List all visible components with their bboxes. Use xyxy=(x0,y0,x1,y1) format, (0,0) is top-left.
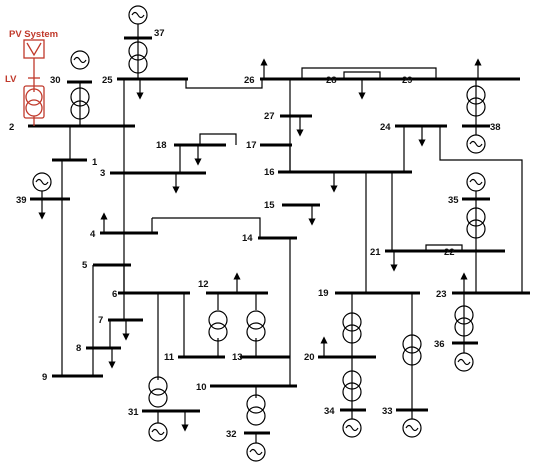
bus-label-39: 39 xyxy=(16,195,27,206)
bus-label-30: 30 xyxy=(50,75,61,86)
bus-label-8: 8 xyxy=(76,343,81,354)
line-25-26 xyxy=(185,79,263,89)
bus-labels: 1 2 3 4 5 6 7 8 9 10 11 12 13 14 15 16 1… xyxy=(9,28,501,440)
bus-label-36: 36 xyxy=(434,339,445,350)
generator-icon xyxy=(454,343,474,372)
bus-label-1: 1 xyxy=(92,157,98,168)
bus-label-37: 37 xyxy=(154,28,165,39)
transformer-icon xyxy=(246,310,266,342)
bus-label-26: 26 xyxy=(244,75,255,86)
line-28-29-link xyxy=(343,71,381,79)
generator-icon xyxy=(466,126,486,154)
bus-label-2: 2 xyxy=(9,122,14,133)
generator-icon xyxy=(246,433,266,462)
bus-label-16: 16 xyxy=(264,167,275,178)
bus-label-31: 31 xyxy=(128,407,139,418)
transformer-icon xyxy=(342,370,362,402)
bus-label-27: 27 xyxy=(264,111,275,122)
bus-label-4: 4 xyxy=(90,229,96,240)
transmission-lines xyxy=(61,38,523,410)
bus-label-34: 34 xyxy=(324,406,335,417)
bus-label-19: 19 xyxy=(318,288,329,299)
transformer-icon xyxy=(454,305,474,337)
bus-label-9: 9 xyxy=(42,372,47,383)
line-4-14 xyxy=(152,217,261,238)
generator-icon xyxy=(32,172,52,199)
generator-icon xyxy=(342,410,362,438)
transformer-icon xyxy=(148,376,168,408)
bus-label-24: 24 xyxy=(380,122,391,133)
bus-label-38: 38 xyxy=(490,122,501,133)
line-24-23 xyxy=(439,126,523,293)
transformer-icon xyxy=(466,207,486,239)
generator-icon xyxy=(402,410,422,438)
bus-label-13: 13 xyxy=(232,352,243,363)
transformer-icon xyxy=(25,88,43,106)
loads xyxy=(38,58,482,432)
line-26-29 xyxy=(301,67,437,79)
transformer-icon xyxy=(246,394,266,426)
bus-label-23: 23 xyxy=(436,289,447,300)
bus-label-5: 5 xyxy=(82,260,88,271)
bus-label-12: 12 xyxy=(198,279,209,290)
bus-label-11: 11 xyxy=(164,352,175,363)
transformer-icon xyxy=(402,334,422,366)
transformer-icon xyxy=(70,87,90,120)
bus-label-29: 29 xyxy=(402,75,413,86)
bus-label-20: 20 xyxy=(304,352,315,363)
bus-label-32: 32 xyxy=(226,429,237,440)
bus-label-28: 28 xyxy=(326,75,337,86)
transformer-icon xyxy=(342,312,362,344)
pv-system: PV System LV xyxy=(5,29,58,126)
bus-label-25: 25 xyxy=(102,75,113,86)
bus-bars xyxy=(28,36,530,435)
pv-system-label: PV System xyxy=(9,29,58,40)
bus-label-7: 7 xyxy=(98,315,103,326)
bus-label-14: 14 xyxy=(242,233,253,244)
line-17-18 xyxy=(199,133,237,145)
bus-label-35: 35 xyxy=(448,195,459,206)
generators xyxy=(32,5,486,462)
bus-label-6: 6 xyxy=(112,289,117,300)
bus-label-18: 18 xyxy=(156,140,167,151)
generator-icon xyxy=(466,172,486,199)
transformer-icon xyxy=(208,310,228,342)
transformers xyxy=(70,41,486,426)
transformer-icon xyxy=(128,41,148,74)
transformer-icon xyxy=(25,99,43,117)
pv-lv-label: LV xyxy=(5,74,17,85)
transformer-icon xyxy=(466,85,486,117)
generator-icon xyxy=(70,50,90,70)
line-21-22 xyxy=(425,244,463,251)
bus-label-15: 15 xyxy=(264,200,275,211)
bus-label-17: 17 xyxy=(246,140,257,151)
bus-label-3: 3 xyxy=(100,168,105,179)
generator-icon xyxy=(148,411,168,442)
generator-icon xyxy=(128,5,148,38)
bus-label-21: 21 xyxy=(370,247,381,258)
bus-label-22: 22 xyxy=(444,247,455,258)
bus-label-10: 10 xyxy=(196,382,207,393)
bus-label-33: 33 xyxy=(382,406,393,417)
